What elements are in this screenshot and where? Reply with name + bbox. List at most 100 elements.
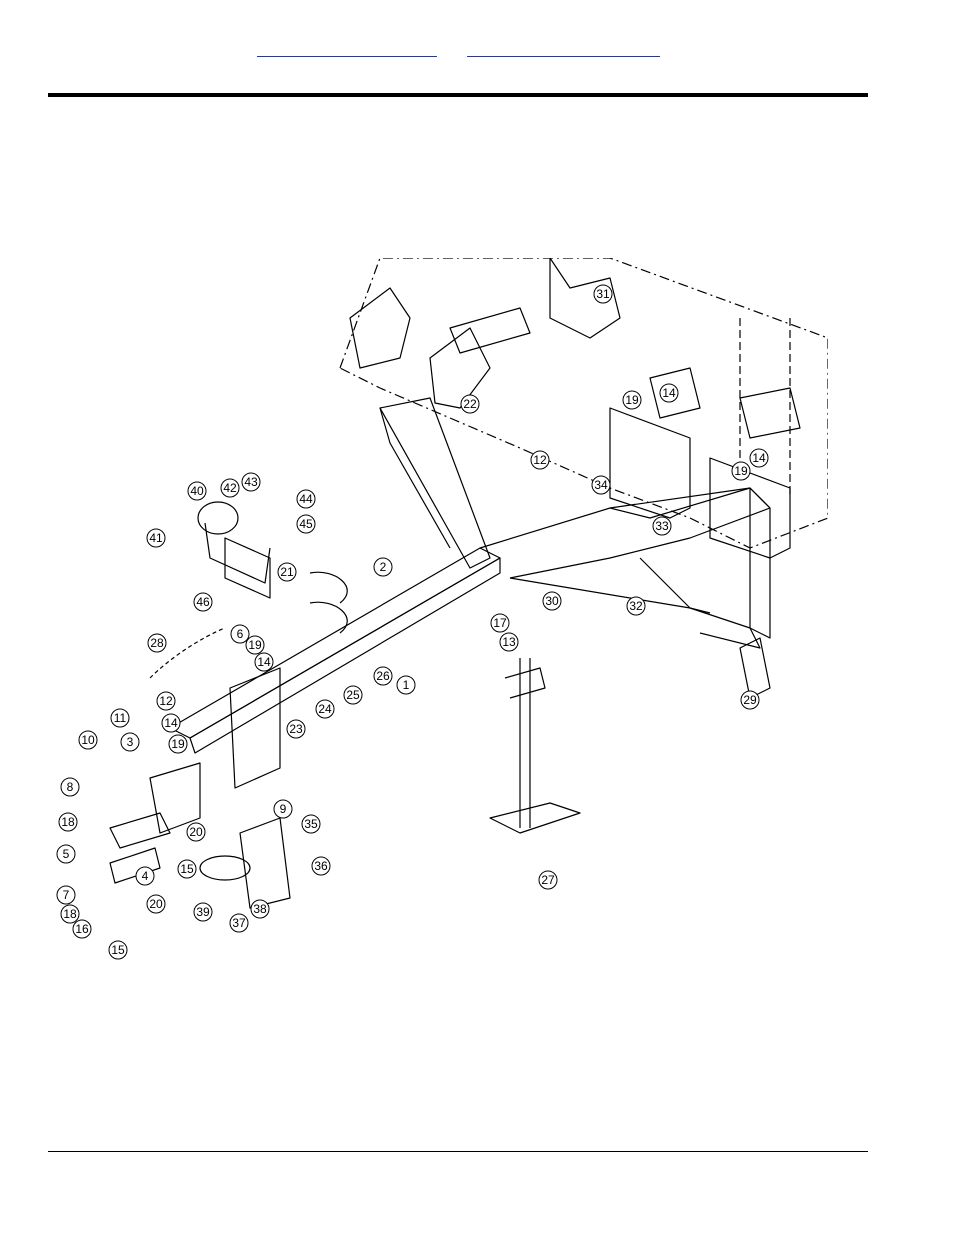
svg-text:1: 1 [403,678,410,692]
callout-42: 42 [220,478,240,498]
svg-text:14: 14 [257,655,271,669]
svg-text:19: 19 [625,393,639,407]
svg-text:31: 31 [596,287,610,301]
callout-1: 1 [396,675,416,695]
svg-text:33: 33 [655,519,669,533]
callout-9: 9 [273,799,293,819]
svg-text:14: 14 [752,451,766,465]
svg-text:9: 9 [280,802,287,816]
svg-text:12: 12 [159,694,173,708]
svg-text:2: 2 [380,560,387,574]
svg-text:44: 44 [299,492,313,506]
callout-36: 36 [311,856,331,876]
callout-37: 37 [229,913,249,933]
svg-text:46: 46 [196,595,210,609]
callout-27: 27 [538,870,558,890]
svg-text:19: 19 [171,737,185,751]
callout-32: 32 [626,596,646,616]
callout-14-d: 14 [749,448,769,468]
svg-text:32: 32 [629,599,643,613]
callout-21: 21 [277,562,297,582]
svg-text:36: 36 [314,859,328,873]
svg-text:34: 34 [594,478,608,492]
svg-text:4: 4 [142,869,149,883]
svg-text:19: 19 [248,638,262,652]
svg-text:38: 38 [253,902,267,916]
callout-38: 38 [250,899,270,919]
svg-text:41: 41 [149,531,163,545]
footer-rule [48,1151,868,1152]
callout-28: 28 [147,633,167,653]
safety-bracket [197,501,348,634]
callout-26: 26 [373,666,393,686]
callout-19-d: 19 [731,461,751,481]
svg-text:42: 42 [223,481,237,495]
callout-20-b: 20 [146,894,166,914]
callout-2: 2 [373,557,393,577]
svg-text:15: 15 [180,862,194,876]
header-link-2[interactable] [467,42,660,57]
svg-text:30: 30 [545,594,559,608]
callout-40: 40 [187,481,207,501]
svg-text:18: 18 [63,907,77,921]
callout-13: 13 [499,632,519,652]
callout-10: 10 [78,730,98,750]
callout-30: 30 [542,591,562,611]
svg-text:40: 40 [190,484,204,498]
callout-7: 7 [56,885,76,905]
callout-45: 45 [296,514,316,534]
svg-text:35: 35 [304,817,318,831]
callout-18: 18 [58,812,78,832]
safety-chain [149,627,226,679]
callout-35: 35 [301,814,321,834]
callout-34: 34 [591,475,611,495]
callout-11: 11 [110,708,130,728]
callout-18-b: 18 [60,904,80,924]
frame-background [339,258,828,559]
svg-text:14: 14 [662,386,676,400]
svg-text:39: 39 [196,905,210,919]
svg-text:14: 14 [164,716,178,730]
svg-text:20: 20 [149,897,163,911]
hitch-clevis [109,667,291,909]
parts-diagram: 1 2 3 4 5 6 7 8 9 10 11 12 12 13 14 14 1… [50,258,828,968]
callout-5: 5 [56,844,76,864]
svg-text:29: 29 [743,693,757,707]
callout-15: 15 [177,859,197,879]
callout-19-c: 19 [622,390,642,410]
svg-text:21: 21 [280,565,294,579]
callout-14-c: 14 [659,383,679,403]
callout-3: 3 [120,732,140,752]
svg-text:16: 16 [75,922,89,936]
callout-14: 14 [254,652,274,672]
svg-text:22: 22 [463,397,477,411]
callout-33: 33 [652,516,672,536]
svg-text:24: 24 [318,702,332,716]
drawbar-tongue [169,397,771,754]
svg-text:17: 17 [493,616,507,630]
callout-14-b: 14 [161,713,181,733]
svg-text:5: 5 [63,847,70,861]
callout-31: 31 [593,284,613,304]
svg-text:27: 27 [541,873,555,887]
svg-text:28: 28 [150,636,164,650]
svg-text:45: 45 [299,517,313,531]
callout-8: 8 [60,777,80,797]
callout-16: 16 [72,919,92,939]
svg-text:8: 8 [67,780,74,794]
svg-text:3: 3 [127,735,134,749]
svg-text:37: 37 [232,916,246,930]
jack-stand [489,658,581,834]
callout-22: 22 [460,394,480,414]
svg-text:18: 18 [61,815,75,829]
callout-12: 12 [156,691,176,711]
callout-44: 44 [296,489,316,509]
callout-29: 29 [740,690,760,710]
svg-text:7: 7 [63,888,70,902]
callout-19: 19 [245,635,265,655]
svg-text:23: 23 [289,722,303,736]
svg-text:10: 10 [81,733,95,747]
callout-12-b: 12 [530,450,550,470]
header-link-1[interactable] [257,42,437,57]
svg-text:6: 6 [237,627,244,641]
